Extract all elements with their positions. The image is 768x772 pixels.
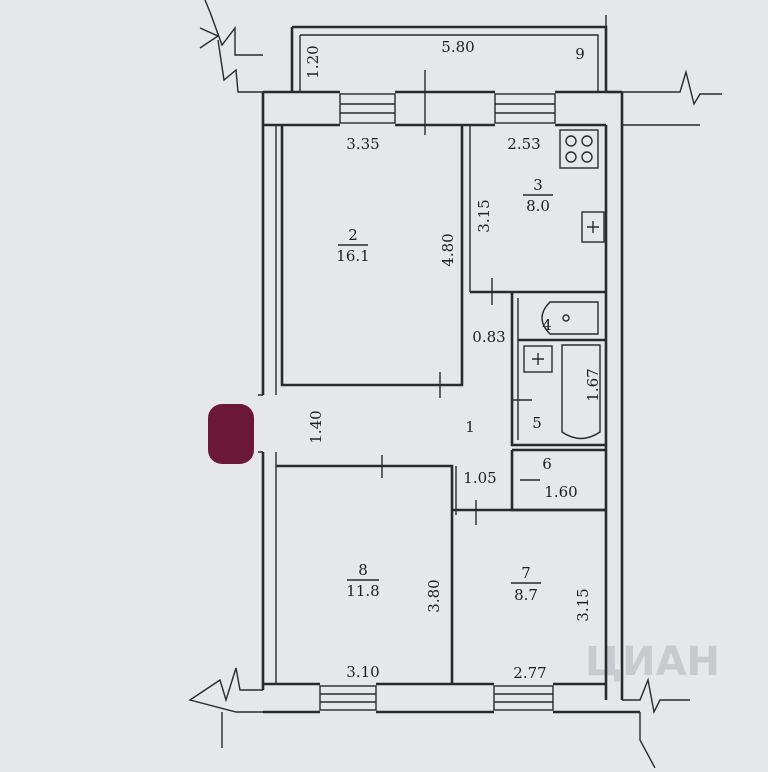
room-6-number: 6 [542, 455, 552, 473]
dim-room8-length: 3.80 [425, 579, 443, 612]
room-number: 8 [358, 561, 368, 579]
dim-room8-width: 3.10 [346, 663, 379, 681]
dim-room3-length: 3.15 [475, 199, 493, 232]
room-4-number: 4 [542, 316, 552, 334]
sink-icon [581, 211, 605, 243]
marker-badge[interactable] [208, 404, 254, 464]
interior-walls [258, 124, 606, 684]
watermark-text: ЦИАН [585, 639, 720, 685]
room-7-label: 7 8.7 [511, 564, 541, 604]
dim-balcony-depth: 1.20 [304, 45, 322, 78]
room-area: 11.8 [346, 582, 379, 600]
bathtub-icon [541, 301, 599, 335]
dim-hall-105: 1.05 [463, 469, 496, 487]
room-number: 3 [533, 176, 543, 194]
room-number: 2 [348, 226, 358, 244]
room-1-number: 1 [465, 418, 475, 436]
dim-room7-length: 3.15 [574, 588, 592, 621]
bathtub-icon [561, 344, 601, 440]
dim-room7-width: 2.77 [513, 664, 546, 682]
exterior-walls [188, 0, 722, 769]
dim-room2-width: 3.35 [346, 135, 379, 153]
room-area: 8.7 [514, 586, 538, 604]
room-area: 8.0 [526, 197, 550, 215]
dim-room6-length: 1.60 [544, 483, 577, 501]
room-number: 7 [521, 564, 531, 582]
room-5-number: 5 [532, 414, 542, 432]
dim-balcony-length: 5.80 [441, 38, 474, 56]
room-2-label: 2 16.1 [336, 226, 369, 265]
room-3-label: 3 8.0 [523, 176, 553, 215]
dimension-labels: 1.20 5.80 3.35 4.80 2.53 3.15 0.83 1.67 … [304, 38, 602, 682]
dim-bath-length: 1.67 [584, 368, 602, 401]
dim-room2-length: 4.80 [439, 233, 457, 266]
room-9-number: 9 [575, 45, 585, 63]
dim-room3-width: 2.53 [507, 135, 540, 153]
dim-hall-width: 1.40 [307, 410, 325, 443]
room-area: 16.1 [336, 247, 369, 265]
sink-icon [523, 345, 553, 373]
stove-icon [559, 129, 599, 169]
room-8-label: 8 11.8 [346, 561, 379, 600]
dim-corridor-083: 0.83 [472, 328, 505, 346]
windows [319, 70, 556, 711]
